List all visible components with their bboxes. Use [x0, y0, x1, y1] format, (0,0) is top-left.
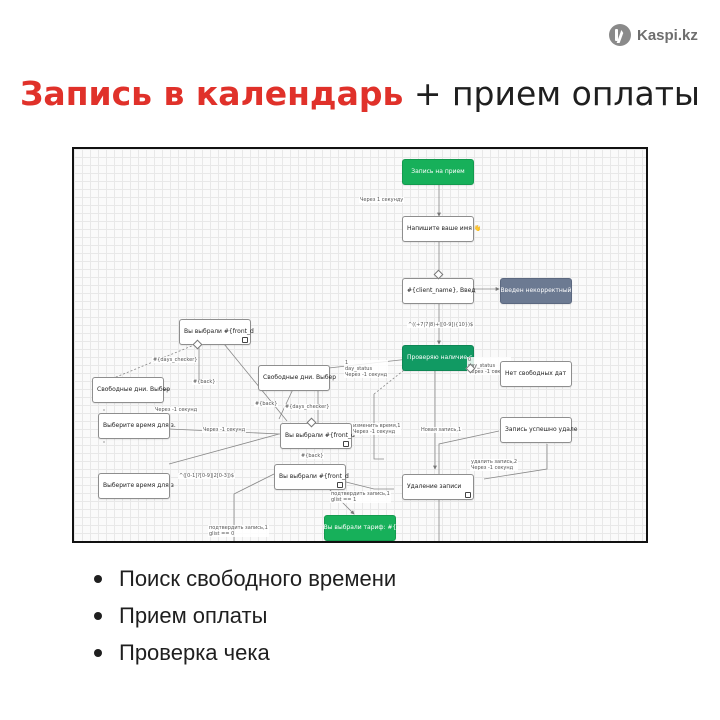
- node-no-free[interactable]: Нет свободных дат: [500, 361, 572, 387]
- node-choose-time-1-label: Выберите время для з.: [103, 422, 176, 429]
- node-incorrect-label: Введен некорректный: [500, 287, 572, 294]
- label-new-record: Новая запись,1: [420, 427, 463, 433]
- node-chosen-3[interactable]: Вы выбрали #{front_d: [274, 464, 349, 490]
- node-tariff[interactable]: Вы выбрали тариф: #{: [324, 515, 396, 541]
- flow-diagram-canvas: Запись на прием Через 1 секунду Напишите…: [72, 147, 648, 543]
- node-client-name-label: #{client_name}, Введ: [407, 287, 476, 294]
- bullet-icon: [94, 648, 102, 657]
- node-start-label: Запись на прием: [411, 168, 465, 175]
- node-free-days-left[interactable]: #{days_checker}Свободные дни. Выбер: [92, 377, 170, 403]
- node-client-name[interactable]: #{client_name}, Введ: [402, 278, 476, 304]
- label-confirm-2: подтвердить запись,1 glist == 0: [208, 525, 269, 537]
- label-after-minus1-b: Через -1 секунд: [202, 427, 247, 433]
- node-free-days-mid[interactable]: Свободные дни. Выбер: [258, 365, 336, 391]
- kaspi-logo-icon: [609, 24, 631, 46]
- node-choose-time-1[interactable]: Выберите время для з.: [98, 413, 176, 439]
- node-tariff-label: Вы выбрали тариф: #{: [323, 524, 397, 531]
- label-day-status-1: 1 day_status Через -1 секунд: [344, 360, 389, 378]
- label-days-checker-1: #{days_checker}: [152, 357, 199, 363]
- label-confirm-1: подтвердить запись,1 glist == 1: [330, 491, 391, 503]
- node-choose-time-2-label: Выберите время для з: [103, 482, 174, 489]
- node-chosen-2[interactable]: Вы выбрали #{front_d: [280, 423, 355, 449]
- node-ask-name-label: Напишите ваше имя 👋: [407, 225, 482, 232]
- list-item: Поиск свободного времени: [94, 560, 396, 597]
- label-regex-time: ^([0-1]?[0-9]|2[0-3])$: [178, 473, 235, 479]
- label-days-checker-2: #{days_checker}: [284, 404, 331, 410]
- node-chosen-3-label: Вы выбрали #{front_d: [279, 473, 349, 480]
- node-check-label: Проверяю наличие с: [407, 354, 473, 361]
- node-chosen-1-label: Вы выбрали #{front_d: [184, 328, 254, 335]
- label-back-3: #{back}: [300, 453, 325, 459]
- node-choose-time-2[interactable]: Выберите время для з: [98, 473, 174, 499]
- title-highlight: Запись в календарь: [19, 74, 404, 113]
- label-back-2: #{back}: [254, 401, 279, 407]
- node-free-days-left-text: Свободные дни. Выбер: [97, 386, 171, 393]
- node-no-free-label: Нет свободных дат: [505, 370, 567, 377]
- node-success-delete[interactable]: Запись успешно удале: [500, 417, 577, 443]
- bullet-text: Прием оплаты: [119, 602, 268, 628]
- bullet-icon: [94, 574, 102, 583]
- node-chosen-1[interactable]: Вы выбрали #{front_d: [179, 319, 254, 345]
- node-ask-name[interactable]: Напишите ваше имя 👋: [402, 216, 481, 242]
- label-change-time: изменить время,1 Через -1 секунд: [352, 423, 402, 435]
- list-item: Проверка чека: [94, 634, 396, 671]
- label-regex-phone: ^((+7|7|8)+([0-9]){10})$: [407, 322, 475, 328]
- label-back-1: #{back}: [192, 379, 217, 385]
- node-chosen-2-label: Вы выбрали #{front_d: [285, 432, 355, 439]
- bullet-icon: [94, 611, 102, 620]
- node-delete[interactable]: Удаление записи: [402, 474, 474, 500]
- brand-name: Kaspi.kz: [637, 26, 698, 44]
- node-success-delete-label: Запись успешно удале: [505, 426, 578, 433]
- node-delete-label: Удаление записи: [407, 483, 462, 490]
- external-link-icon[interactable]: [242, 337, 248, 343]
- list-item: Прием оплаты: [94, 597, 396, 634]
- external-link-icon[interactable]: [465, 492, 471, 498]
- kaspi-logo: Kaspi.kz: [609, 24, 698, 46]
- bullet-text: Проверка чека: [119, 639, 270, 665]
- node-start[interactable]: Запись на прием: [402, 159, 474, 185]
- title-rest: + прием оплаты: [403, 74, 700, 113]
- label-after-minus1-a: Через -1 секунд: [154, 407, 199, 413]
- node-incorrect[interactable]: Введен некорректный: [500, 278, 572, 304]
- node-free-days-mid-label: Свободные дни. Выбер: [263, 374, 337, 381]
- label-after-1s: Через 1 секунду: [359, 197, 405, 203]
- feature-list: Поиск свободного времени Прием оплаты Пр…: [94, 560, 396, 671]
- external-link-icon[interactable]: [337, 482, 343, 488]
- label-delete-record: удалить запись,2 Через -1 секунд: [470, 459, 519, 471]
- external-link-icon[interactable]: [343, 441, 349, 447]
- page-title: Запись в календарь + прием оплаты: [0, 74, 720, 113]
- bullet-text: Поиск свободного времени: [119, 565, 397, 591]
- node-check[interactable]: Проверяю наличие с: [402, 345, 474, 371]
